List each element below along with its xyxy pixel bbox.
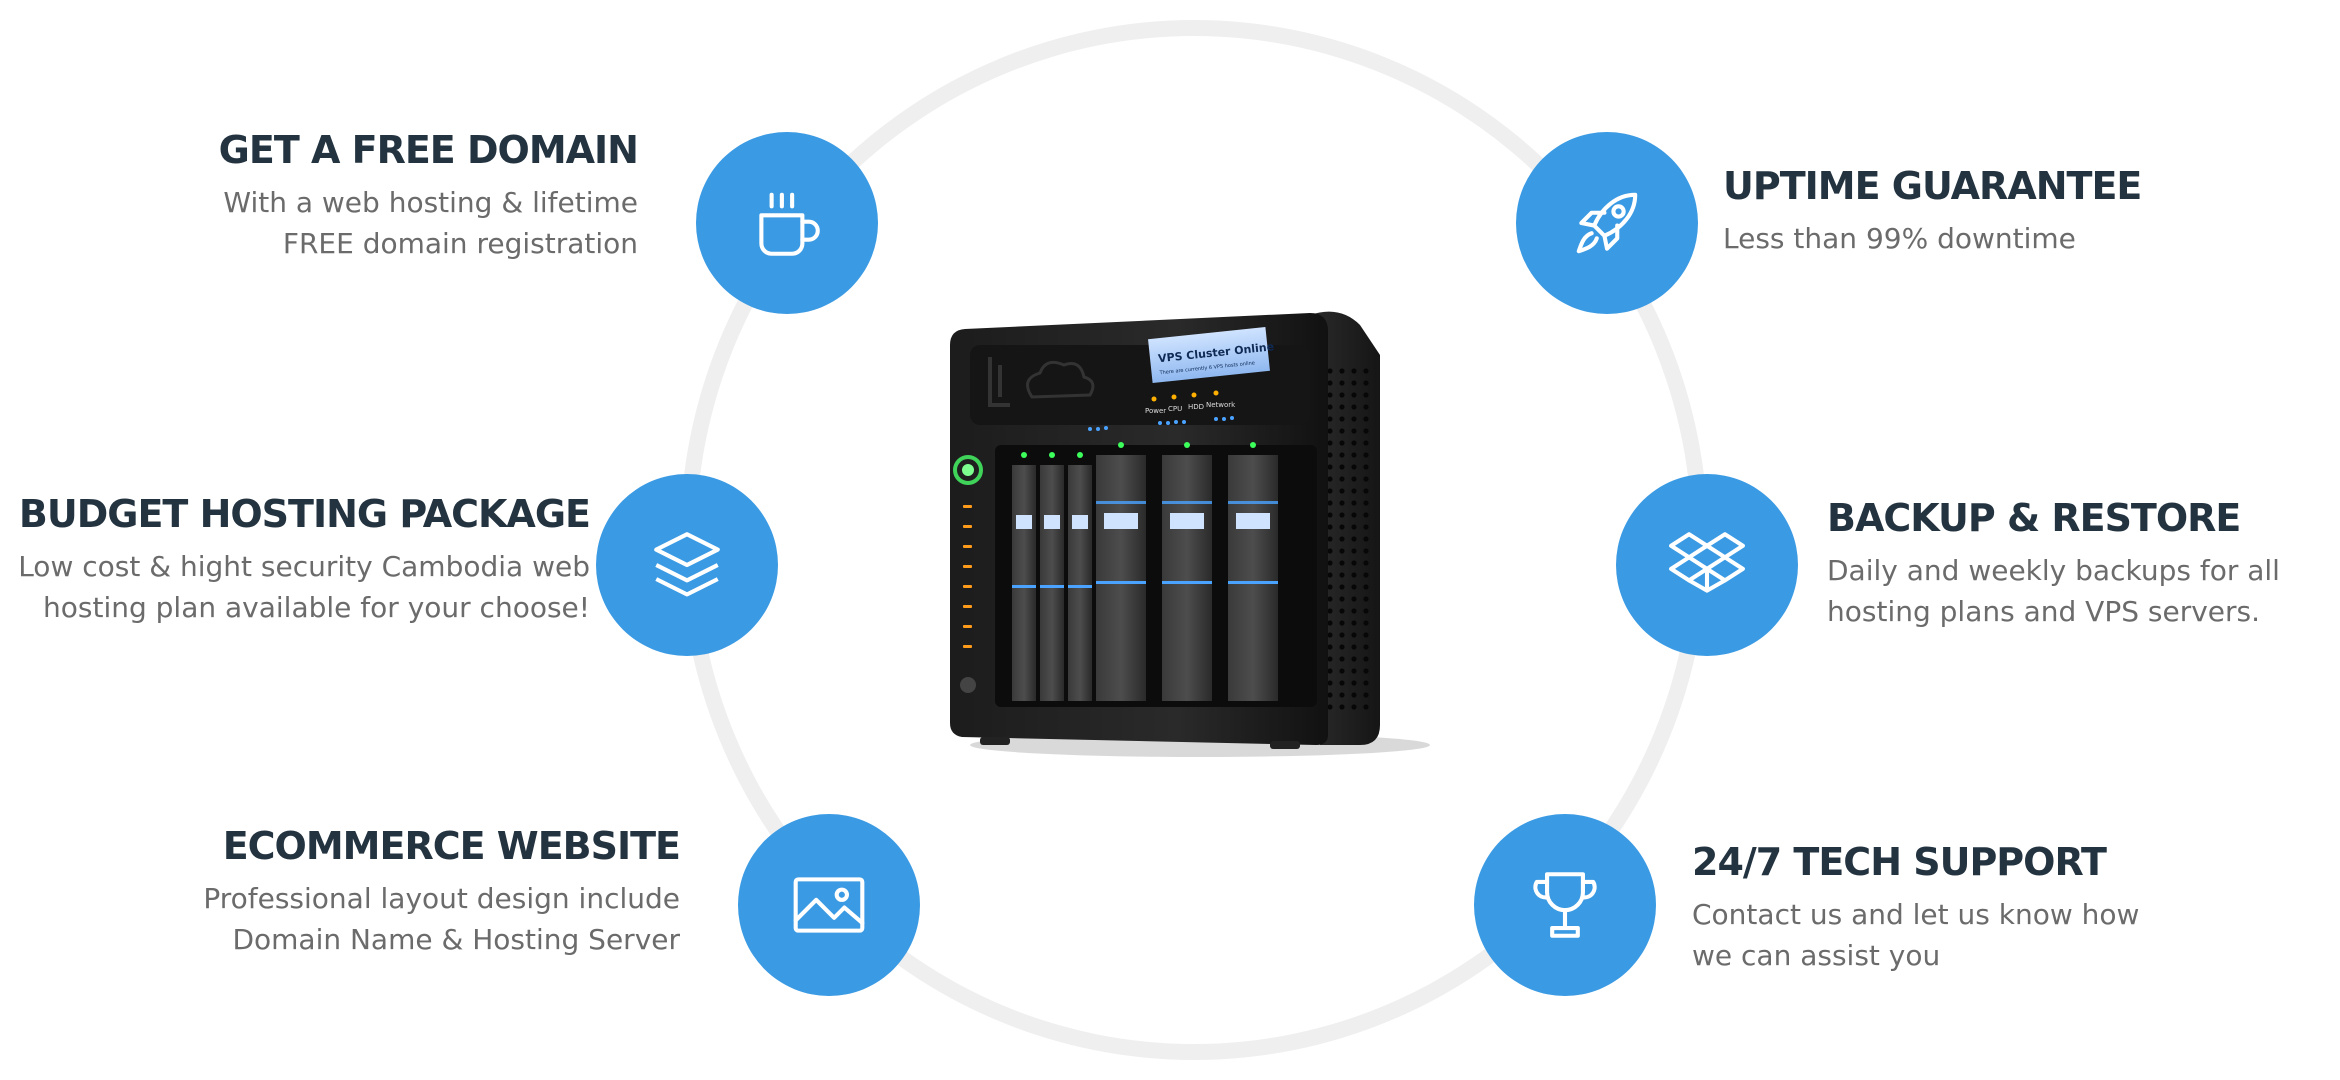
backup-icon-circle xyxy=(1616,474,1798,656)
feature-title: BACKUP & RESTORE xyxy=(1827,496,2241,540)
reset-button xyxy=(960,677,976,693)
ecommerce-icon-circle xyxy=(738,814,920,996)
status-screen xyxy=(1148,326,1270,384)
dropbox-icon xyxy=(1669,532,1745,593)
feature-title: ECOMMERCE WEBSITE xyxy=(222,824,681,868)
drive-tray xyxy=(1068,452,1092,701)
feature-description-line: hosting plans and VPS servers. xyxy=(1827,595,2261,628)
feature-description: Professional layout design include Domai… xyxy=(203,878,680,960)
trophy-icon xyxy=(1533,872,1597,938)
logo-mark xyxy=(988,357,1010,407)
indicator-label: Power xyxy=(1145,407,1166,415)
feature-description-line: FREE domain registration xyxy=(282,227,638,260)
indicator-label: HDD xyxy=(1188,403,1204,411)
feature-title: BUDGET HOSTING PACKAGE xyxy=(18,492,591,536)
feature-description-line: With a web hosting & lifetime xyxy=(223,186,638,219)
feature-ecommerce: ECOMMERCE WEBSITE Professional layout de… xyxy=(203,822,681,960)
indicator-row: Power CPU HDD Network xyxy=(1145,390,1236,415)
feature-description: Less than 99% downtime xyxy=(1723,218,2141,259)
feature-description-line: Domain Name & Hosting Server xyxy=(232,923,680,956)
image-icon xyxy=(793,877,865,933)
feature-budget-hosting: BUDGET HOSTING PACKAGE Low cost & hight … xyxy=(18,490,591,628)
server-vent-holes xyxy=(1325,365,1375,715)
server-foot xyxy=(1270,741,1300,749)
drive-tray xyxy=(1012,452,1036,701)
blue-leds xyxy=(1088,416,1234,431)
feature-title: GET A FREE DOMAIN xyxy=(218,128,639,172)
indicator-label: Network xyxy=(1206,401,1236,409)
drive-tray xyxy=(1162,442,1212,701)
feature-description: Contact us and let us know how we can as… xyxy=(1692,894,2139,976)
coffee-cup-icon xyxy=(759,192,820,256)
feature-description-line: Professional layout design include xyxy=(203,882,680,915)
drive-tray xyxy=(1040,452,1064,701)
free-domain-icon-circle xyxy=(696,132,878,314)
feature-description-line: Low cost & hight security Cambodia web xyxy=(18,550,590,583)
feature-description: With a web hosting & lifetime FREE domai… xyxy=(219,182,638,264)
drive-trays xyxy=(1012,442,1278,701)
rocket-icon xyxy=(1576,192,1638,254)
drive-tray xyxy=(1228,442,1278,701)
feature-description: Low cost & hight security Cambodia web h… xyxy=(18,546,590,628)
feature-description-line: Daily and weekly backups for all xyxy=(1827,554,2280,587)
server-foot xyxy=(980,737,1010,745)
feature-description-line: Contact us and let us know how xyxy=(1692,898,2140,931)
feature-backup: BACKUP & RESTORE Daily and weekly backup… xyxy=(1827,494,2280,632)
drive-tray xyxy=(1096,442,1146,701)
orange-leds xyxy=(963,505,972,648)
feature-description-line: hosting plan available for your choose! xyxy=(43,591,590,624)
indicator-label: CPU xyxy=(1168,405,1182,413)
feature-free-domain: GET A FREE DOMAIN With a web hosting & l… xyxy=(218,126,639,264)
feature-title: UPTIME GUARANTEE xyxy=(1723,164,2142,208)
feature-description: Daily and weekly backups for all hosting… xyxy=(1827,550,2280,632)
cloud-decoration xyxy=(1026,360,1095,399)
feature-description-line: Less than 99% downtime xyxy=(1723,222,2076,255)
feature-title: 24/7 TECH SUPPORT xyxy=(1692,840,2107,884)
feature-description-line: we can assist you xyxy=(1692,939,1941,972)
layers-icon xyxy=(654,532,720,597)
budget-hosting-icon-circle xyxy=(596,474,778,656)
feature-support: 24/7 TECH SUPPORT Contact us and let us … xyxy=(1692,838,2139,976)
uptime-icon-circle xyxy=(1516,132,1698,314)
power-led xyxy=(962,464,974,476)
feature-uptime: UPTIME GUARANTEE Less than 99% downtime xyxy=(1723,162,2142,259)
server-illustration: VPS Cluster Online There are currently 6… xyxy=(950,311,1430,757)
support-icon-circle xyxy=(1474,814,1656,996)
